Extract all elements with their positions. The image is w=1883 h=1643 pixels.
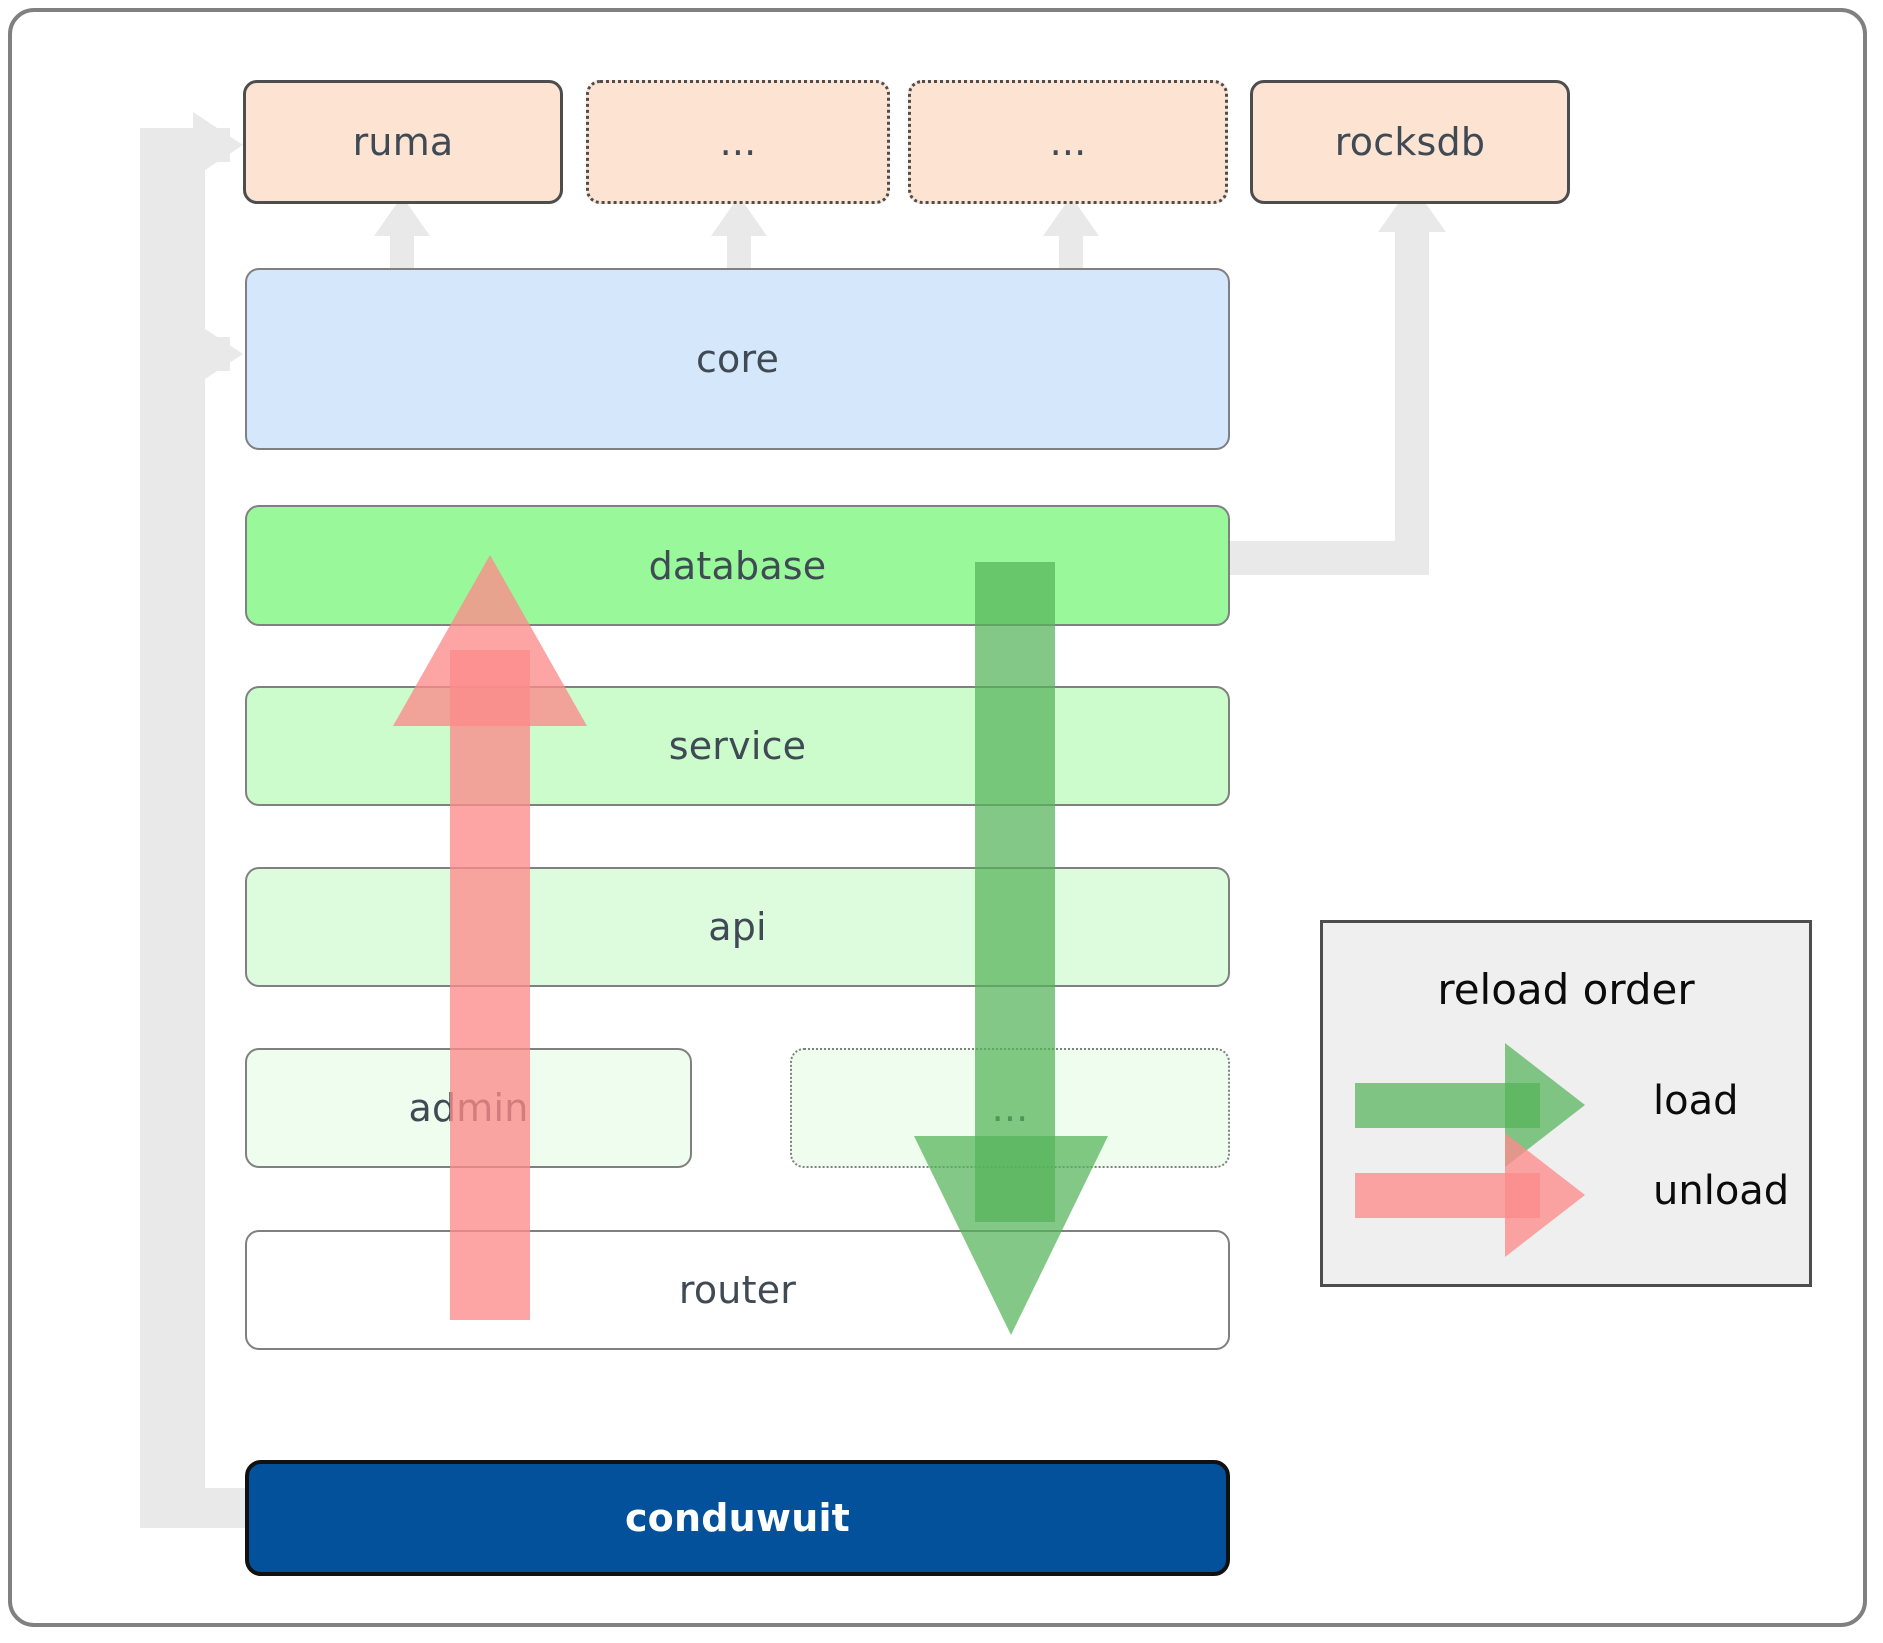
layer-box-api-label: api [708,905,767,949]
load-arrow-icon [1355,1043,1585,1167]
diagram-frame [8,8,1867,1627]
unload-arrow-icon [1355,1133,1585,1257]
layer-box-service-label: service [668,724,807,768]
crate-box-rocksdb-label: rocksdb [1334,120,1486,164]
layer-box-more-3[interactable]: ... [790,1048,1230,1168]
crate-box-more-1-label: ... [719,120,757,164]
layer-box-router-label: router [678,1268,797,1312]
layer-box-admin[interactable]: admin [245,1048,692,1168]
crate-box-ruma[interactable]: ruma [243,80,563,204]
layer-box-service[interactable]: service [245,686,1230,806]
crate-box-more-2-label: ... [1049,120,1087,164]
layer-box-more-3-label: ... [991,1086,1029,1130]
crate-box-rocksdb[interactable]: rocksdb [1250,80,1570,204]
binary-box-conduwuit[interactable]: conduwuit [245,1460,1230,1576]
binary-box-conduwuit-label: conduwuit [624,1496,851,1540]
legend-title: reload order [1437,965,1695,1014]
layer-box-database[interactable]: database [245,505,1230,626]
legend-label-unload: unload [1653,1168,1790,1214]
layer-box-api[interactable]: api [245,867,1230,987]
layer-box-core-label: core [695,337,780,381]
layer-box-database-label: database [648,543,827,588]
layer-box-core[interactable]: core [245,268,1230,450]
crate-box-more-2[interactable]: ... [908,80,1228,204]
layer-box-router[interactable]: router [245,1230,1230,1350]
crate-box-ruma-label: ruma [352,120,454,164]
legend-panel: reload order load unload [1320,920,1812,1287]
legend-label-load: load [1653,1078,1739,1124]
crate-box-more-1[interactable]: ... [586,80,890,204]
legend-arrow-icons [1355,1043,1585,1257]
layer-box-admin-label: admin [408,1086,529,1130]
